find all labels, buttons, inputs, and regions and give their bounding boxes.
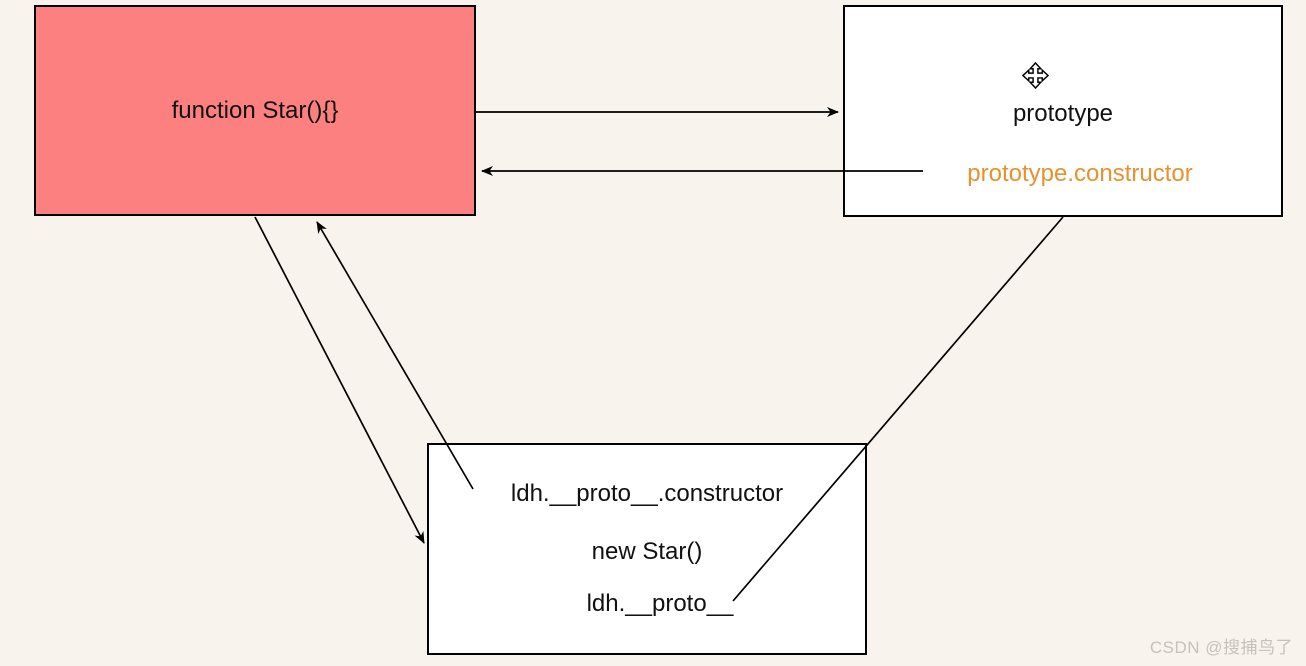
prototype-box[interactable]: prototype prototype.constructor bbox=[843, 5, 1283, 217]
instance-new-star-label: new Star() bbox=[591, 538, 703, 565]
move-cursor-icon bbox=[1022, 62, 1049, 89]
instance-box[interactable]: ldh.__proto__.constructor new Star() ldh… bbox=[427, 443, 867, 655]
prototype-label: prototype bbox=[1012, 100, 1114, 127]
prototype-constructor-label: prototype.constructor bbox=[967, 160, 1193, 187]
edge-star-to-instance bbox=[254, 216, 425, 544]
instance-proto-label: ldh.__proto__ bbox=[586, 590, 734, 617]
function-star-box[interactable]: function Star(){} bbox=[34, 5, 476, 216]
instance-proto-constructor-label: ldh.__proto__.constructor bbox=[510, 480, 784, 507]
watermark: CSDN @搜捕鸟了 bbox=[1149, 638, 1293, 657]
function-star-label: function Star(){} bbox=[171, 96, 339, 124]
